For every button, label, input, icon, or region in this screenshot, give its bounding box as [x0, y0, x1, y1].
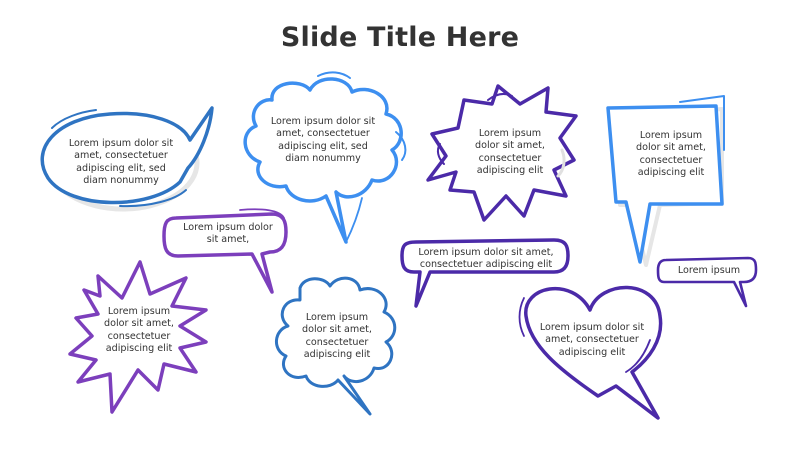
rounded-bubble-tiny-text: Lorem ipsum: [677, 265, 741, 276]
slide-title: Slide Title Here: [280, 22, 520, 53]
explosion-bubble-text: Lorem ipsum dolor sit amet, consectetuer…: [475, 128, 545, 176]
starburst-bubble-text: Lorem ipsum dolor sit amet, consectetuer…: [104, 306, 174, 354]
oval-speech-bubble-icon: [40, 106, 214, 212]
cloud-bubble-large-text: Lorem ipsum dolor sit amet, consectetuer…: [270, 116, 376, 164]
heart-bubble-text: Lorem ipsum dolor sit amet, consectetuer…: [539, 322, 645, 358]
oval-bubble-text: Lorem ipsum dolor sit amet, consectetuer…: [68, 138, 174, 186]
heart-speech-bubble-icon: [518, 285, 663, 420]
square-speech-bubble-icon: [606, 95, 725, 267]
cloud-bubble-small-text: Lorem ipsum dolor sit amet, consectetuer…: [302, 312, 372, 360]
rounded-speech-bubble-small-icon: [162, 208, 288, 294]
starburst-speech-bubble-icon: [68, 260, 208, 414]
rounded-speech-bubble-wide-icon: [400, 238, 570, 308]
rounded-speech-bubble-tiny-icon: [656, 256, 758, 308]
cloud-speech-bubble-large-icon: [243, 71, 407, 244]
rounded-bubble-wide-text: Lorem ipsum dolor sit amet, consectetuer…: [418, 247, 554, 271]
square-bubble-text: Lorem ipsum dolor sit amet, consectetuer…: [636, 130, 706, 178]
cloud-speech-bubble-small-icon: [275, 276, 397, 416]
explosion-speech-bubble-icon: [426, 84, 578, 222]
rounded-bubble-small-text: Lorem ipsum dolor sit amet,: [183, 222, 273, 246]
